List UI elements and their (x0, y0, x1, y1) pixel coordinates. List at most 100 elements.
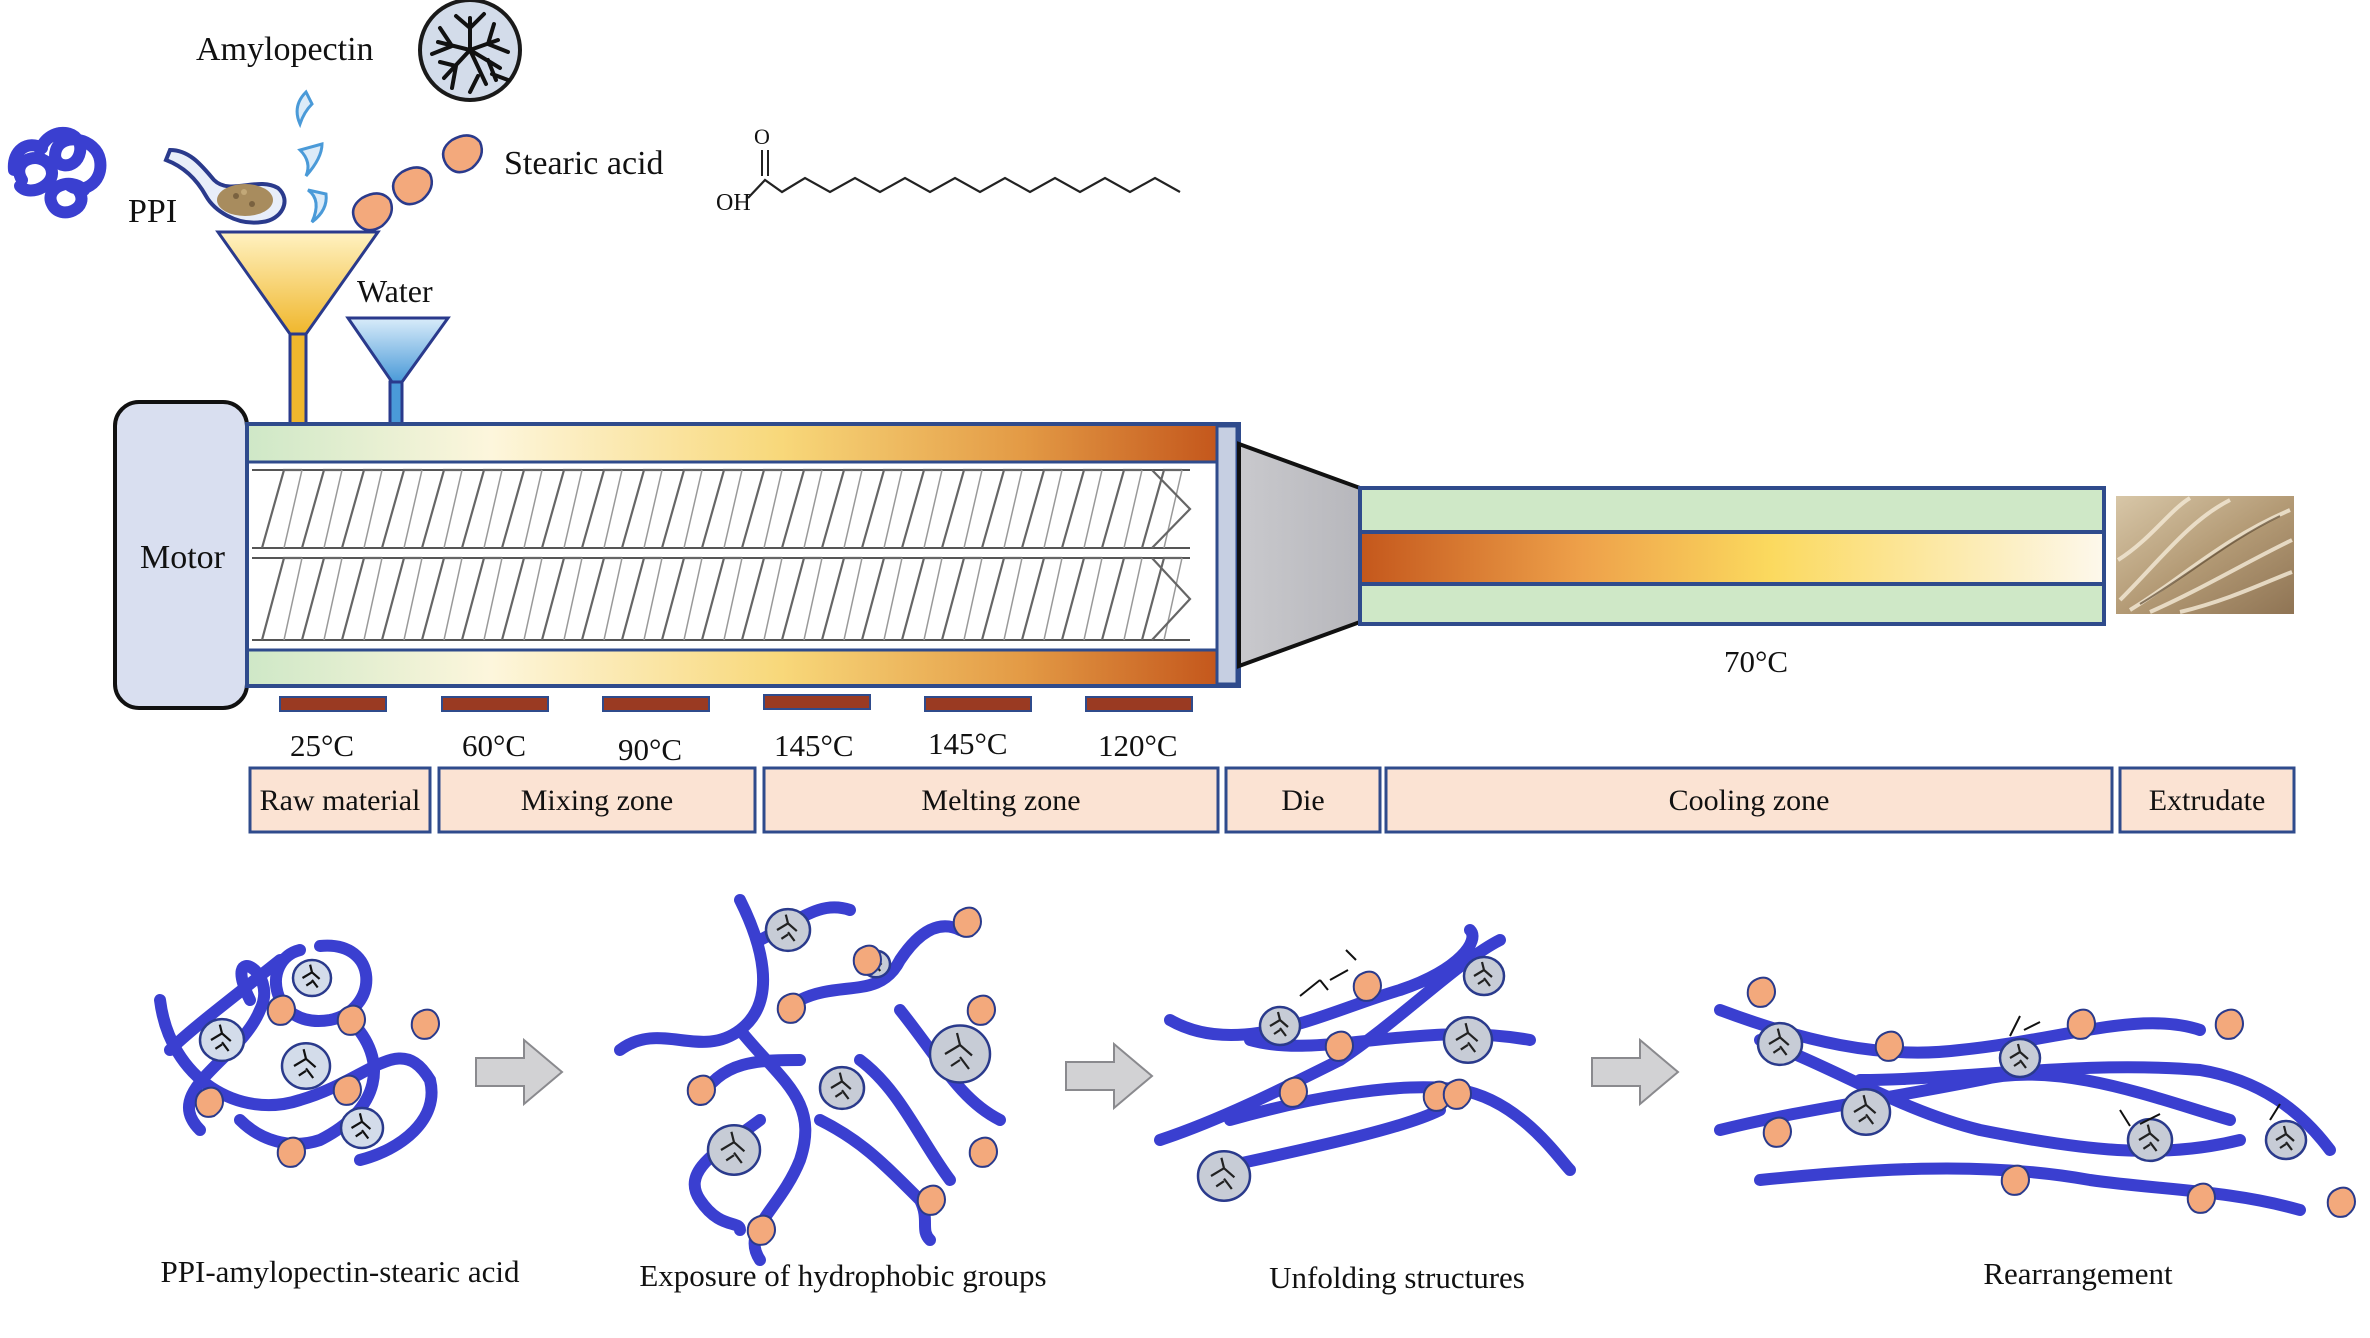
screw-flight (420, 468, 462, 549)
spoon-icon (163, 147, 287, 225)
amylopectin-granule (1840, 1087, 1892, 1137)
process-arrow (1591, 1037, 1680, 1107)
screw-flight (803, 469, 823, 549)
ingredients-group: Amylopectin Stearic acid O OH PPI (7, 0, 1181, 232)
amylopectin-granule (818, 1065, 866, 1111)
zone-label: Cooling zone (1669, 784, 1830, 817)
amylopectin-granule (291, 958, 333, 998)
stage-1-illustration (154, 939, 440, 1168)
stearic-bead (952, 906, 982, 938)
screw-flight (820, 556, 862, 641)
amylopectin-granule (1196, 1150, 1252, 1202)
process-arrow (475, 1037, 564, 1107)
amylopectin-granule (1258, 1005, 1302, 1047)
screw-flight (1003, 557, 1023, 641)
twin-screws (252, 468, 1192, 641)
screw-flight (803, 557, 823, 641)
screw-flight (300, 556, 342, 641)
amylopectin-branch (293, 1048, 317, 1079)
stearic-bead (916, 1184, 946, 1216)
zone-melting (762, 766, 1220, 834)
amylopectin-branch (830, 1072, 852, 1100)
screw-flight (1123, 469, 1143, 549)
screw-flight (683, 469, 703, 549)
screw-flight (940, 468, 982, 549)
screw-flight (283, 557, 303, 641)
amylopectin-branch (1768, 1028, 1790, 1056)
stearic-bead (410, 1008, 440, 1040)
screw-flight (1083, 557, 1103, 641)
heater-bars (279, 694, 1193, 712)
screw-flight (260, 556, 302, 641)
stearic-bead (1352, 970, 1382, 1002)
zone-label: Raw material (260, 784, 421, 817)
heater-bar (279, 696, 387, 712)
screw-flight (660, 556, 702, 641)
amylopectin-branch (1853, 1094, 1877, 1125)
screw-flight (420, 556, 462, 641)
screw-flight (1003, 469, 1023, 549)
stearic-acid-label: Stearic acid (504, 145, 664, 182)
stearic-bead (2066, 1008, 2096, 1040)
amylopectin-branch (776, 914, 798, 942)
amylopectin-granule (1462, 955, 1506, 997)
die (1237, 441, 1362, 669)
stage-4-illustration (1714, 976, 2356, 1218)
barrel-heating-bottom (249, 650, 1217, 684)
screw-flight (580, 468, 622, 549)
amylopectin-branch (2275, 1125, 2295, 1151)
stearic-bead (276, 1136, 306, 1168)
stearic-bead (686, 1074, 716, 1106)
zone-mixing (437, 766, 757, 834)
screw-flight (1060, 468, 1102, 549)
screw-flight (500, 468, 542, 549)
amylopectin-branch (1455, 1022, 1479, 1053)
screw-flight (620, 556, 662, 641)
screw-flight (260, 468, 302, 549)
screw-flight (540, 468, 582, 549)
screw-flight (740, 468, 782, 549)
heater-bar (441, 696, 549, 712)
amylopectin-branch (944, 1032, 973, 1070)
stearic-bead (2000, 1164, 2030, 1196)
screw-flight (483, 557, 503, 641)
barrel (245, 422, 1241, 688)
screw-flight (363, 469, 383, 549)
stearic-bead (776, 992, 806, 1024)
stearic-bead (336, 1004, 366, 1036)
amylopectin-label: Amylopectin (196, 31, 374, 68)
motor-label: Motor (140, 539, 226, 576)
screw-flight (1151, 469, 1192, 549)
zone-extrudate (2118, 766, 2296, 834)
screw-flight (820, 468, 862, 549)
screw-flight (340, 556, 382, 641)
stearic-acid-structure: O OH (716, 124, 1181, 216)
screw-flight (700, 556, 742, 641)
stage-caption: PPI-amylopectin-stearic acid (161, 1254, 520, 1289)
screw-flight (323, 469, 343, 549)
screw-flight (1020, 556, 1062, 641)
amylopectin-granule (764, 907, 812, 953)
stearic-bead (391, 166, 433, 206)
cooling-melt-channel (1358, 530, 2106, 586)
screw-flight (403, 469, 423, 549)
screw-flight (1083, 469, 1103, 549)
screw-flight (683, 557, 703, 641)
amylopectin-flake (297, 142, 324, 177)
temp-label: 60°C (462, 728, 526, 763)
screw-flight (1140, 468, 1182, 549)
temp-label: 90°C (618, 732, 682, 767)
barrel-temps: 25°C 60°C 90°C 145°C 145°C 120°C (290, 726, 1178, 767)
ppi-label: PPI (128, 193, 177, 230)
screw-flight (483, 469, 503, 549)
stearic-bead (266, 994, 296, 1026)
screw-flight (883, 557, 903, 641)
amylopectin-branch (2138, 1124, 2160, 1152)
screw-flight (1043, 557, 1063, 641)
screw-flight (380, 556, 422, 641)
screw-flight (1100, 556, 1142, 641)
amylopectin-granule (1756, 1021, 1804, 1067)
screw-flight (780, 556, 822, 641)
screw-flight (443, 557, 463, 641)
zone-label: Mixing zone (521, 784, 673, 817)
